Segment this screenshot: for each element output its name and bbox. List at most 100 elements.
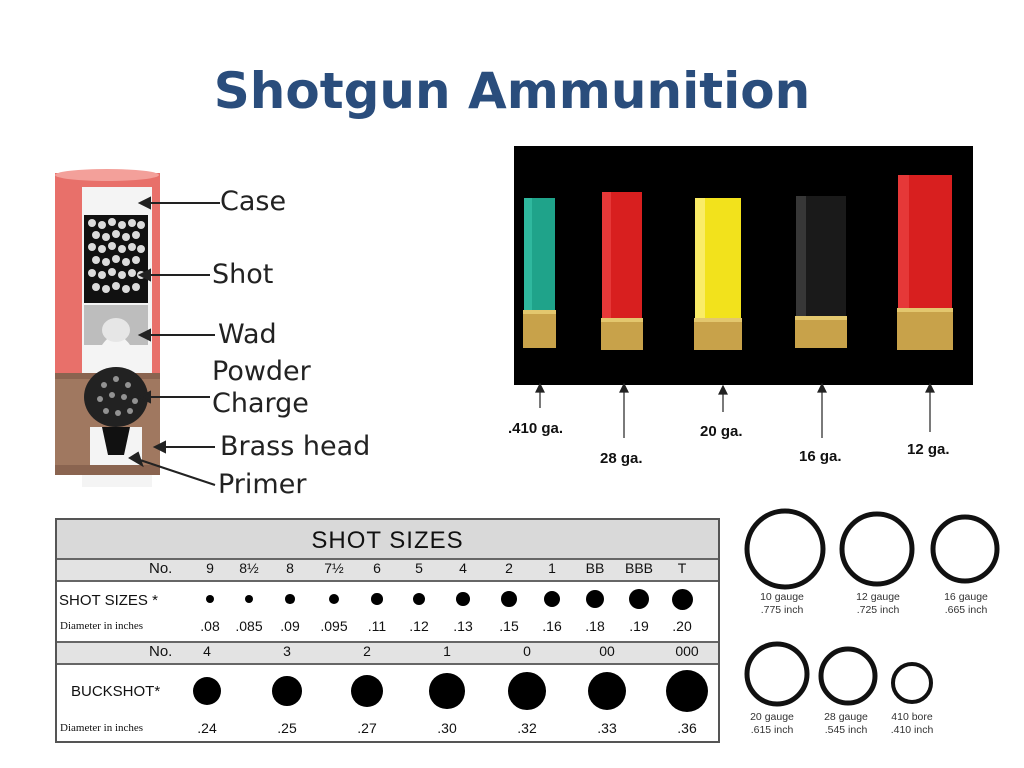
ring-label-28: 28 gauge .545 inch <box>811 711 881 737</box>
buckshot-pellet <box>351 675 383 707</box>
shot-diameter: .12 <box>409 618 429 634</box>
shot-number-row <box>57 558 718 582</box>
ring-20-gauge <box>744 641 810 707</box>
shell-28 <box>601 192 643 350</box>
page-title: Shotgun Ammunition <box>213 62 811 120</box>
buckshot-pellet <box>587 671 627 711</box>
shot-number: BB <box>585 560 605 576</box>
ring-name: 20 gauge <box>750 711 794 723</box>
shot-number: T <box>677 560 687 576</box>
shot-number: 8½ <box>239 560 259 576</box>
shot-pellet <box>205 594 215 604</box>
buckshot-label: BUCKSHOT* <box>71 683 161 700</box>
buck-number: 4 <box>203 643 211 659</box>
ring-16-gauge <box>930 514 1000 584</box>
ring-size: .410 inch <box>890 724 934 736</box>
ring-12-gauge <box>839 511 915 587</box>
shell-12 <box>897 175 953 350</box>
shot-pellet <box>244 594 254 604</box>
ring-label-10: 10 gauge .775 inch <box>747 591 817 617</box>
ring-size: .615 inch <box>750 724 794 736</box>
shell-20 <box>694 198 742 350</box>
buckshot-label-text: BUCKSHOT <box>71 683 155 700</box>
shot-pellet <box>585 589 605 609</box>
buck-number: 00 <box>599 643 615 659</box>
shells-photo-graphic <box>523 175 953 350</box>
buck-diameter-label: Diameter in inches <box>60 722 144 734</box>
gauge-arrows <box>535 382 935 438</box>
ring-size: .775 inch <box>760 604 804 616</box>
shell-cutaway-graphic <box>55 169 220 487</box>
shot-pellet <box>543 590 561 608</box>
shot-pellet <box>501 591 517 607</box>
ring-label-410: 410 bore .410 inch <box>877 711 947 737</box>
buck-diameter: .27 <box>357 720 377 736</box>
buck-number: 000 <box>675 643 699 659</box>
shot-number: 1 <box>548 560 556 576</box>
gauge-label-410: .410 ga. <box>508 420 564 437</box>
shell-410 <box>523 198 556 348</box>
gauge-label-16: 16 ga. <box>799 448 842 465</box>
shot-pellet <box>329 594 339 604</box>
shot-pellet <box>371 593 383 605</box>
gauge-rings: 10 gauge .775 inch 12 gauge .725 inch 16… <box>735 498 1020 750</box>
label-charge: Charge <box>212 388 309 419</box>
ring-name: 10 gauge <box>760 591 804 603</box>
shells-photo <box>514 146 973 385</box>
case-top <box>55 169 159 181</box>
gauge-label-12: 12 ga. <box>907 441 950 458</box>
shot-diameter: .19 <box>629 618 649 634</box>
buckshot-pellet <box>429 673 465 709</box>
shot-number: 2 <box>505 560 513 576</box>
ring-410-bore <box>891 662 933 704</box>
buck-no-label: No. <box>149 643 173 660</box>
buckshot-pellet <box>665 669 709 713</box>
label-wad: Wad <box>218 319 277 350</box>
shot-diameter: .09 <box>280 618 300 634</box>
shell-cutaway-diagram: Case Shot Wad Powder Charge Brass head P… <box>40 165 400 510</box>
buckshot-pellet <box>508 672 546 710</box>
ring-name: 16 gauge <box>944 591 988 603</box>
buckshot-pellet <box>272 676 302 706</box>
ring-label-12: 12 gauge .725 inch <box>843 591 913 617</box>
shot-diameter: .20 <box>672 618 692 634</box>
shot-pellet <box>671 588 693 610</box>
label-case: Case <box>220 186 287 217</box>
label-arrows <box>128 196 220 486</box>
gauge-label-28: 28 ga. <box>600 450 643 467</box>
ring-label-20: 20 gauge .615 inch <box>737 711 807 737</box>
shot-diameter: .11 <box>367 618 387 634</box>
shot-pellet <box>285 594 295 604</box>
ring-size: .665 inch <box>944 604 988 616</box>
buck-diameter: .25 <box>277 720 297 736</box>
label-shot: Shot <box>212 259 274 290</box>
buck-diameter: .33 <box>597 720 617 736</box>
shot-sizes-label: SHOT SIZES * <box>59 592 158 609</box>
ring-28-gauge <box>818 646 878 706</box>
buck-diameter: .36 <box>677 720 697 736</box>
buck-number: 0 <box>523 643 531 659</box>
buck-diameter: .32 <box>517 720 537 736</box>
shot-pellet <box>629 589 649 609</box>
shell-16 <box>795 196 847 348</box>
buck-number: 3 <box>283 643 291 659</box>
primer <box>102 427 130 455</box>
shot-number: 6 <box>373 560 381 576</box>
shot-pellet <box>456 592 470 606</box>
shot-diameter-label: Diameter in inches <box>60 620 144 632</box>
ring-label-16: 16 gauge .665 inch <box>931 591 1001 617</box>
ring-size: .545 inch <box>824 724 868 736</box>
gauge-label-20: 20 ga. <box>700 423 743 440</box>
shot-number: 9 <box>206 560 214 576</box>
buckshot-pellet <box>192 676 222 706</box>
label-brass-head: Brass head <box>220 431 371 462</box>
shot-diameter: .18 <box>585 618 605 634</box>
shot-number: 7½ <box>324 560 344 576</box>
ring-name: 410 bore <box>891 711 933 723</box>
table-title: SHOT SIZES <box>57 520 718 558</box>
shot-no-label: No. <box>149 560 173 577</box>
ring-size: .725 inch <box>856 604 900 616</box>
label-primer: Primer <box>218 469 307 500</box>
buck-diameter: .24 <box>197 720 217 736</box>
shot-sizes-label-text: SHOT SIZES <box>59 592 148 609</box>
